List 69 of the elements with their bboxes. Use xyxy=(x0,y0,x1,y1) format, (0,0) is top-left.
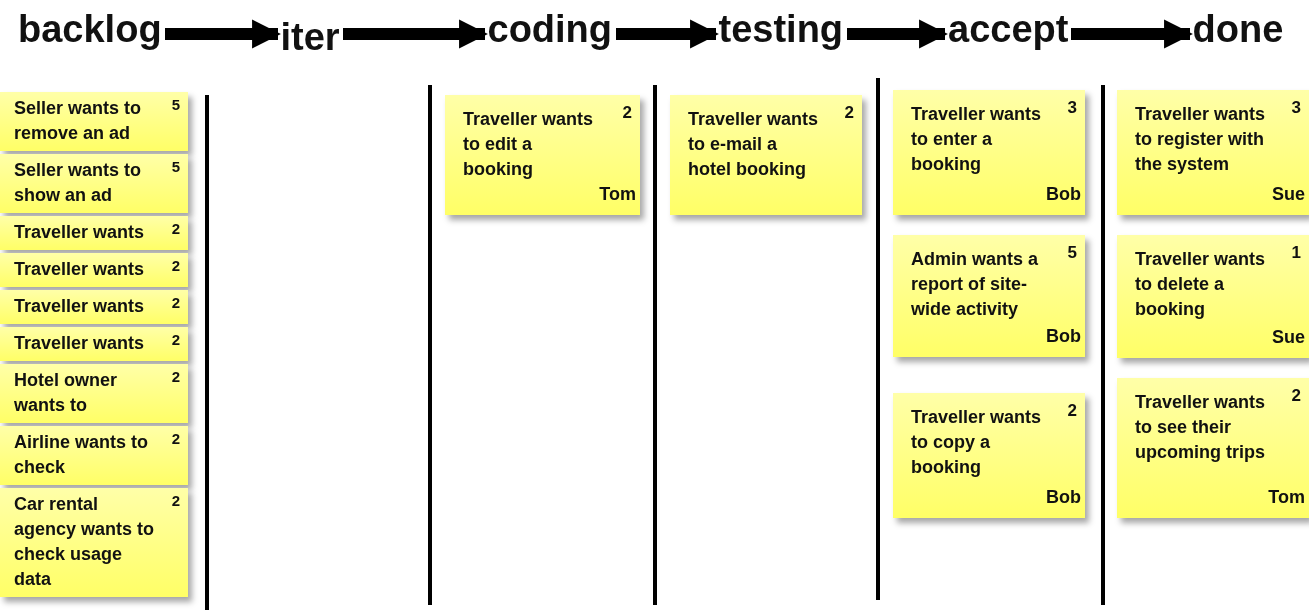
story-points: 5 xyxy=(1067,243,1077,263)
owner-name: Bob xyxy=(1046,487,1081,508)
story-card xyxy=(893,90,1085,215)
story-text: Traveller wants xyxy=(14,332,146,355)
story-text: Traveller wants to copy a booking xyxy=(911,406,1043,479)
owner-name: Tom xyxy=(599,184,636,205)
story-text: Hotel owner wants to xyxy=(14,369,118,417)
column-heading: iter xyxy=(280,16,340,59)
story-points: 1 xyxy=(1291,243,1301,263)
story-text: Traveller wants to e-mail a hotel booking xyxy=(688,108,820,181)
story-text: Seller wants to remove an ad xyxy=(14,97,143,145)
column-heading: coding xyxy=(487,8,613,51)
story-text: Traveller wants xyxy=(14,295,146,318)
story-card xyxy=(0,327,188,361)
column-heading: backlog xyxy=(18,8,162,51)
story-card xyxy=(1117,90,1309,215)
story-text: Traveller wants to see their upcoming trips xyxy=(1135,391,1267,464)
story-points: 2 xyxy=(171,369,180,385)
story-card xyxy=(0,253,188,287)
story-card xyxy=(445,95,640,215)
story-points: 2 xyxy=(171,493,180,509)
story-text: Admin wants a report of site-wide activity xyxy=(911,248,1040,321)
story-card xyxy=(0,290,188,324)
arrow xyxy=(165,19,281,49)
story-points: 2 xyxy=(171,332,180,348)
story-points: 2 xyxy=(844,103,854,123)
story-text: Traveller wants xyxy=(14,221,146,244)
story-points: 3 xyxy=(1291,98,1301,118)
arrow xyxy=(1071,19,1193,49)
story-text: Traveller wants to enter a booking xyxy=(911,103,1043,176)
story-card xyxy=(670,95,862,215)
story-card xyxy=(0,488,188,597)
story-text: Traveller wants to delete a booking xyxy=(1135,248,1267,321)
story-card xyxy=(0,92,188,151)
story-text: Traveller wants to register with the system xyxy=(1135,103,1267,176)
story-points: 2 xyxy=(171,295,180,311)
story-text: Traveller wants xyxy=(14,258,146,281)
story-points: 2 xyxy=(171,258,180,274)
story-text: Seller wants to show an ad xyxy=(14,159,143,207)
story-text: Airline wants to check xyxy=(14,431,149,479)
story-text: Traveller wants to edit a booking xyxy=(463,108,595,181)
story-points: 2 xyxy=(1067,401,1077,421)
owner-name: Sue xyxy=(1272,327,1305,348)
story-card xyxy=(1117,378,1309,518)
story-card xyxy=(893,393,1085,518)
story-card xyxy=(893,235,1085,357)
story-points: 5 xyxy=(171,97,180,113)
column-heading: testing xyxy=(718,8,844,51)
story-card xyxy=(1117,235,1309,358)
story-points: 2 xyxy=(1291,386,1301,406)
column-heading: done xyxy=(1192,8,1284,51)
arrow xyxy=(343,19,488,49)
owner-name: Sue xyxy=(1272,184,1305,205)
story-card xyxy=(0,154,188,213)
story-card xyxy=(0,364,188,423)
story-points: 2 xyxy=(171,221,180,237)
story-points: 2 xyxy=(622,103,632,123)
story-card xyxy=(0,216,188,250)
story-points: 5 xyxy=(171,159,180,175)
owner-name: Tom xyxy=(1268,487,1305,508)
story-text: Car rental agency wants to check usage data xyxy=(14,493,156,591)
story-card xyxy=(0,426,188,485)
story-points: 2 xyxy=(171,431,180,447)
owner-name: Bob xyxy=(1046,184,1081,205)
story-points: 3 xyxy=(1067,98,1077,118)
column-heading: accept xyxy=(948,8,1069,51)
owner-name: Bob xyxy=(1046,326,1081,347)
arrow xyxy=(616,19,719,49)
arrow xyxy=(847,19,948,49)
